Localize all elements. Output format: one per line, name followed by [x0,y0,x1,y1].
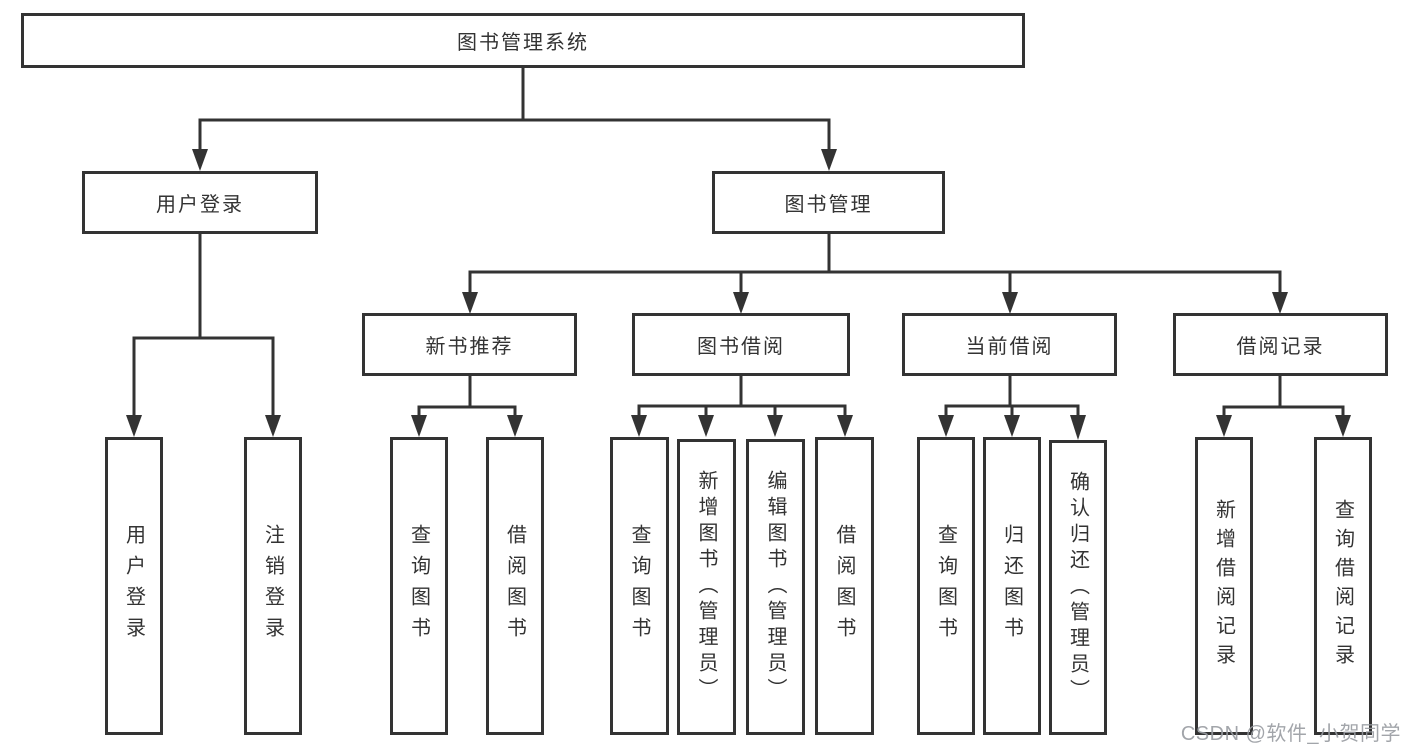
node-root-label: 图书管理系统 [457,32,589,54]
node-book-mgmt: 图书管理 [712,171,945,234]
connector-current-children [938,376,1086,440]
leaf-current-return: 归还图书 [983,437,1041,735]
leaf-current-query-label: 查询图书 [934,524,957,648]
leaf-current-confirm: 确认归还（管理员） [1049,440,1107,735]
leaf-new-books-query-label: 查询图书 [407,524,430,648]
watermark: CSDN @软件_小贺同学 [1180,723,1401,745]
connector-user-login-children [126,234,281,437]
leaf-borrowing-add-label: 新增图书（管理员） [695,470,717,704]
leaf-user-login-label: 用户登录 [122,524,145,648]
node-book-mgmt-label: 图书管理 [784,194,873,216]
leaf-borrowing-edit-label: 编辑图书（管理员） [764,470,786,704]
connector-book-mgmt-sections [462,234,1288,314]
connector-records-children [1216,376,1351,437]
leaf-borrowing-query: 查询图书 [610,437,669,735]
node-new-books-label: 新书推荐 [425,336,514,358]
node-borrow-records-label: 借阅记录 [1236,336,1325,358]
leaf-borrowing-add: 新增图书（管理员） [677,439,736,735]
leaf-borrowing-query-label: 查询图书 [628,524,650,648]
leaf-new-books-borrow: 借阅图书 [486,437,544,735]
node-user-login-label: 用户登录 [156,194,244,216]
node-user-login: 用户登录 [82,171,318,234]
connector-root-to-level2 [192,68,837,171]
leaf-current-query: 查询图书 [917,437,975,735]
leaf-new-books-borrow-label: 借阅图书 [503,524,526,648]
leaf-records-query: 查询借阅记录 [1314,437,1372,735]
leaf-records-add: 新增借阅记录 [1195,437,1253,735]
node-root: 图书管理系统 [21,13,1025,68]
leaf-borrowing-borrow-label: 借阅图书 [833,524,855,648]
leaf-records-add-label: 新增借阅记录 [1212,499,1235,673]
leaf-current-confirm-label: 确认归还（管理员） [1066,470,1089,705]
leaf-borrowing-edit: 编辑图书（管理员） [746,439,805,735]
leaf-logout-label: 注销登录 [261,524,284,648]
leaf-new-books-query: 查询图书 [390,437,448,735]
leaf-user-login: 用户登录 [105,437,163,735]
node-new-books: 新书推荐 [362,313,577,376]
leaf-records-query-label: 查询借阅记录 [1331,499,1354,673]
connector-new-books-children [411,376,523,437]
node-borrowing: 图书借阅 [632,313,850,376]
connector-borrowing-children [631,376,853,437]
node-current-borrow: 当前借阅 [902,313,1117,376]
node-borrowing-label: 图书借阅 [697,336,785,358]
node-current-borrow-label: 当前借阅 [965,336,1054,358]
leaf-current-return-label: 归还图书 [1000,524,1023,648]
node-borrow-records: 借阅记录 [1173,313,1388,376]
leaf-logout: 注销登录 [244,437,302,735]
leaf-borrowing-borrow: 借阅图书 [815,437,874,735]
